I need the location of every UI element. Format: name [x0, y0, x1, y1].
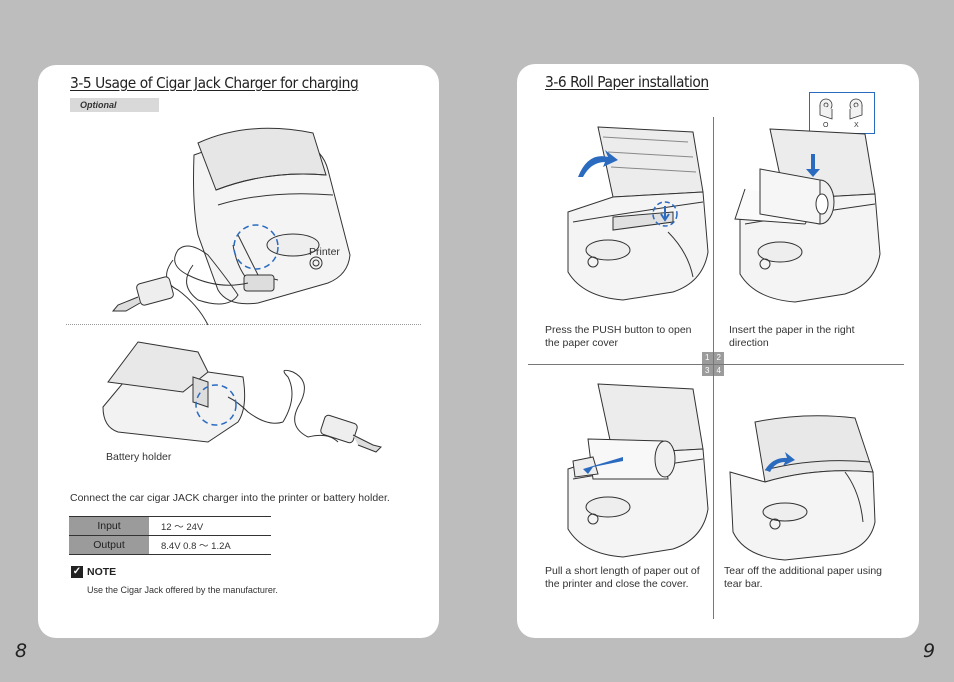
step1-caption: Press the PUSH button to open the paper … [545, 324, 692, 349]
paper-orientation-box: O X [809, 92, 875, 134]
checkmark-icon: ✓ [71, 566, 83, 578]
spec-key: Input [69, 516, 149, 536]
step3-pull-paper-illustration [567, 383, 709, 558]
right-page: 3-6 Roll Paper installation O X 1 2 3 4 [517, 64, 919, 638]
step3-caption: Pull a short length of paper out of the … [545, 565, 700, 590]
step-number: 1 [702, 352, 713, 364]
section-title-roll-paper: 3-6 Roll Paper installation [545, 73, 709, 91]
ox-correct-label: O [823, 122, 829, 129]
section-title-cigar-jack: 3-5 Usage of Cigar Jack Charger for char… [70, 74, 359, 92]
left-page: 3-5 Usage of Cigar Jack Charger for char… [38, 65, 439, 638]
battery-holder-label: Battery holder [106, 451, 172, 463]
step-number: 2 [713, 352, 724, 364]
step-number: 3 [702, 364, 713, 376]
step-number: 4 [713, 364, 724, 376]
note-body: Use the Cigar Jack offered by the manufa… [87, 585, 278, 595]
step4-caption: Tear off the additional paper using tear… [724, 565, 883, 590]
note-title: NOTE [87, 566, 117, 578]
step2-caption: Insert the paper in the right direction [729, 324, 855, 349]
step4-tear-off-illustration [729, 415, 876, 561]
printer-charging-illustration [111, 127, 351, 326]
step2-insert-paper-illustration [734, 128, 881, 303]
note-heading: ✓ NOTE [71, 566, 116, 578]
section-divider [66, 324, 421, 325]
page-number-left: 8 [15, 640, 28, 662]
spec-value: 8.4V 0.8 ～ 1.2A [149, 535, 271, 555]
step1-open-cover-illustration [567, 126, 709, 301]
battery-holder-illustration [102, 341, 382, 453]
spec-table: Input 12 ～ 24V Output 8.4V 0.8 ～ 1.2A [69, 516, 271, 555]
spec-key: Output [69, 535, 149, 555]
ox-wrong-label: X [854, 122, 859, 129]
optional-badge: Optional [70, 98, 159, 112]
page-number-right: 9 [923, 640, 936, 662]
charger-instruction: Connect the car cigar JACK charger into … [70, 492, 390, 504]
printer-label: Printer [309, 246, 340, 258]
spec-row-input: Input 12 ～ 24V [69, 516, 271, 536]
step-number-grid: 1 2 3 4 [702, 352, 724, 376]
paper-roll-icon [819, 98, 863, 120]
spec-row-output: Output 8.4V 0.8 ～ 1.2A [69, 535, 271, 555]
spec-value: 12 ～ 24V [149, 516, 271, 536]
